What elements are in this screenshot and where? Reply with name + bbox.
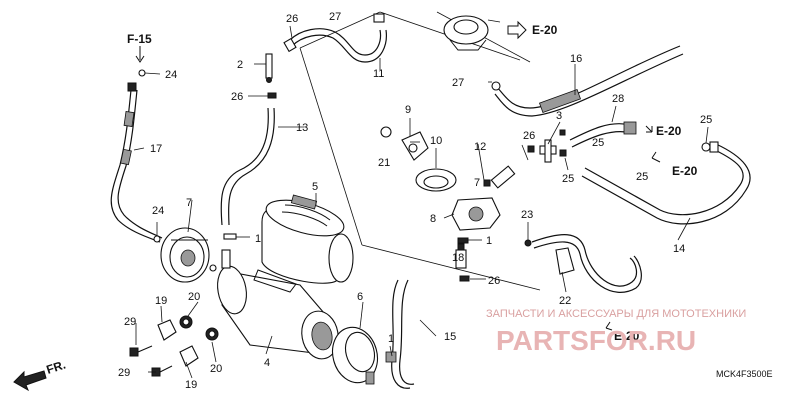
callout-27a: 27 — [329, 11, 341, 23]
callout-13: 13 — [296, 122, 308, 134]
hose-17 — [110, 82, 163, 243]
callout-18: 18 — [452, 252, 464, 264]
ref-e20-right-a: E-20 — [656, 124, 682, 138]
callout-23: 23 — [521, 209, 533, 221]
front-label: FR. — [45, 358, 68, 377]
clip-25-right — [701, 126, 711, 152]
hose-11 — [283, 13, 387, 63]
callout-22: 22 — [559, 295, 571, 307]
ref-e20-bottom: E-20 — [614, 329, 640, 343]
callout-6: 6 — [357, 291, 363, 303]
callout-25a: 25 — [592, 137, 604, 149]
hose-22-23 — [524, 234, 642, 293]
front-arrow: FR. — [13, 358, 68, 392]
leader-lines — [133, 19, 691, 379]
callout-12: 12 — [474, 141, 486, 153]
hose-28 — [569, 121, 637, 148]
callout-28: 28 — [612, 93, 624, 105]
ref-e20-top: E-20 — [532, 23, 558, 37]
callout-26d: 26 — [488, 275, 500, 287]
callout-3: 3 — [556, 110, 562, 122]
callout-21: 21 — [378, 157, 390, 169]
ref-f15: F-15 — [127, 32, 152, 46]
callout-29a: 29 — [124, 316, 136, 328]
callout-20b: 20 — [210, 363, 222, 375]
reference-arrows — [135, 20, 661, 331]
fitting-2 — [254, 53, 273, 83]
watermark-line1: ЗАПЧАСТИ И АКСЕССУАРЫ ДЛЯ МОТОТЕХНИКИ — [486, 308, 746, 320]
callout-26c: 26 — [523, 130, 535, 142]
clip-24-top — [138, 69, 161, 77]
clip-26-left — [248, 92, 277, 99]
callout-7b: 7 — [474, 177, 480, 189]
callout-25b: 25 — [562, 173, 574, 185]
callout-numbers: 24 17 24 7 26 2 26 13 27 11 16 27 28 5 1… — [118, 11, 712, 391]
callout-16: 16 — [570, 53, 582, 65]
clip-26-mid — [459, 275, 486, 282]
callout-24b: 24 — [152, 205, 164, 217]
callout-8: 8 — [430, 213, 436, 225]
callout-1b: 1 — [486, 235, 492, 247]
callout-10: 10 — [430, 135, 442, 147]
callout-19b: 19 — [185, 379, 197, 391]
callout-24a: 24 — [165, 69, 177, 81]
callout-25d: 25 — [636, 171, 648, 183]
callout-1c: 1 — [388, 333, 394, 345]
callout-20a: 20 — [188, 291, 200, 303]
hose-16 — [491, 45, 684, 117]
pump-body-4 — [217, 249, 339, 360]
bolts-29 — [129, 345, 173, 377]
filter-cap-top — [443, 15, 489, 51]
callout-14: 14 — [673, 243, 685, 255]
figure-code: MCK4F3500E — [716, 369, 773, 379]
hose-14 — [581, 141, 751, 225]
callout-15: 15 — [444, 331, 456, 343]
callout-7: 7 — [186, 197, 192, 209]
watermark-line2: PARTSFOR.RU — [496, 325, 696, 356]
clip-1-mid — [457, 237, 482, 244]
clip-24-bottom — [153, 222, 161, 243]
callout-9: 9 — [405, 104, 411, 116]
callout-29b: 29 — [118, 367, 130, 379]
callout-27b: 27 — [452, 77, 464, 89]
callout-4: 4 — [264, 357, 270, 369]
fitting-1-left — [223, 233, 250, 240]
callout-5: 5 — [312, 181, 318, 193]
callout-26a: 26 — [286, 13, 298, 25]
fitting-12 — [483, 165, 516, 189]
valve-assembly — [380, 126, 501, 231]
hose-13 — [220, 107, 275, 226]
callout-17: 17 — [150, 143, 162, 155]
canister-5 — [261, 194, 354, 284]
callout-25c: 25 — [700, 114, 712, 126]
fitting-18 — [455, 243, 467, 269]
callout-19a: 19 — [155, 295, 167, 307]
joint-3 — [527, 129, 567, 163]
ref-e20-right-b: E-20 — [672, 164, 698, 178]
callout-2: 2 — [237, 59, 243, 71]
bushings — [157, 315, 219, 367]
callout-26b: 26 — [231, 91, 243, 103]
drum-part — [160, 199, 217, 283]
cap-6 — [331, 326, 379, 385]
callout-1a: 1 — [255, 233, 261, 245]
callout-11: 11 — [373, 68, 384, 80]
